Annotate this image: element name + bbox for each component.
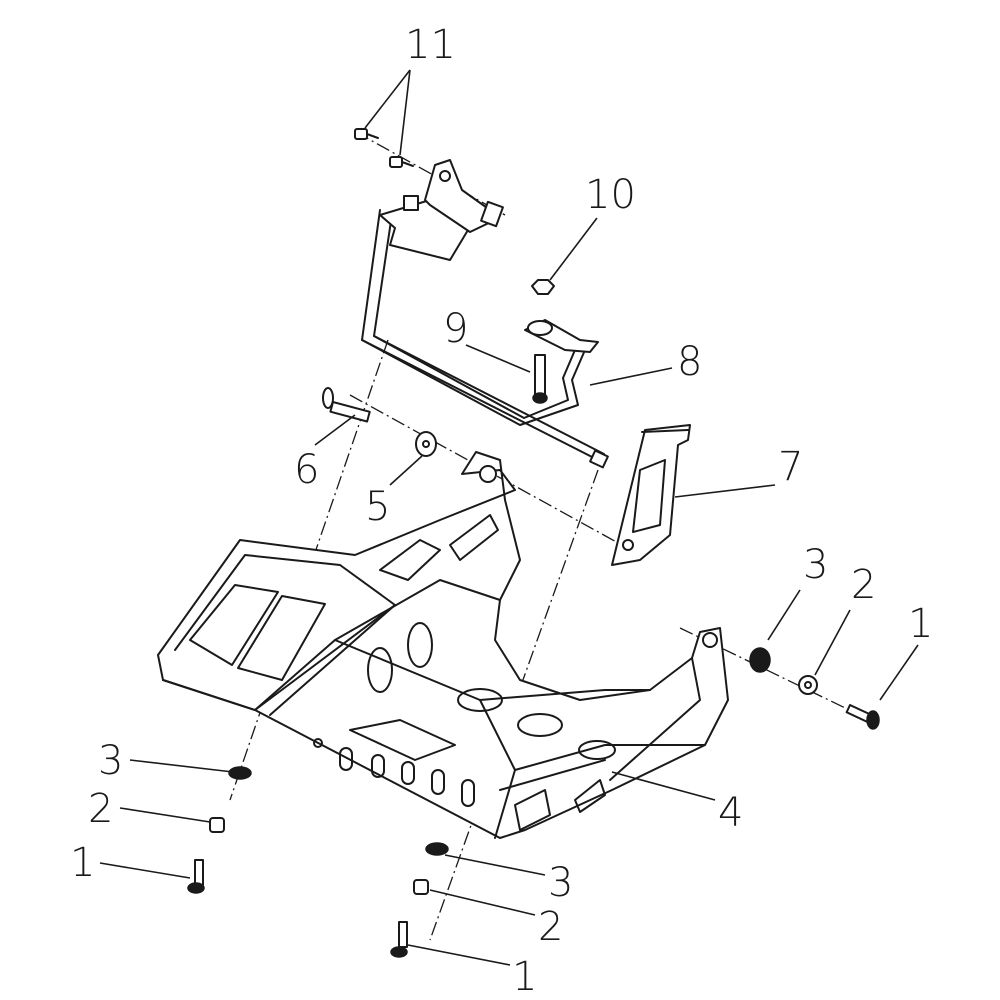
callout-2-bottom: 2 [538, 904, 563, 950]
callout-8: 8 [677, 339, 702, 385]
callout-3-right: 3 [803, 542, 828, 588]
leader-lines [99, 69, 919, 966]
screws-11-part [354, 128, 414, 168]
washer-5-part [415, 431, 437, 457]
callout-5: 5 [365, 484, 390, 530]
side-bracket-part [611, 424, 691, 566]
callout-labels: 11 10 9 8 7 6 5 3 2 1 4 3 2 1 3 2 1 [70, 22, 933, 1000]
callout-1-left: 1 [70, 840, 95, 886]
callout-2-right: 2 [851, 562, 876, 608]
callout-1-bottom: 1 [512, 954, 537, 1000]
callout-3-bottom: 3 [548, 860, 573, 906]
skid-plate-part [157, 451, 729, 839]
callout-3-left: 3 [98, 738, 123, 784]
fastener-stack-left [187, 766, 252, 894]
bracket-frame-part [361, 159, 609, 469]
callout-2-left: 2 [88, 786, 113, 832]
fastener-stack-bottom [390, 842, 449, 958]
bolt-6-part [322, 387, 371, 423]
callout-10: 10 [585, 172, 636, 218]
fastener-stack-right [749, 647, 880, 730]
callout-7: 7 [778, 444, 803, 490]
callout-6: 6 [294, 447, 319, 493]
lever-bolt-part [524, 319, 599, 404]
nut-10-part [531, 279, 555, 295]
callout-11: 11 [405, 22, 456, 68]
callout-9: 9 [443, 306, 468, 352]
callout-1-right: 1 [908, 601, 933, 647]
callout-4: 4 [718, 790, 743, 836]
